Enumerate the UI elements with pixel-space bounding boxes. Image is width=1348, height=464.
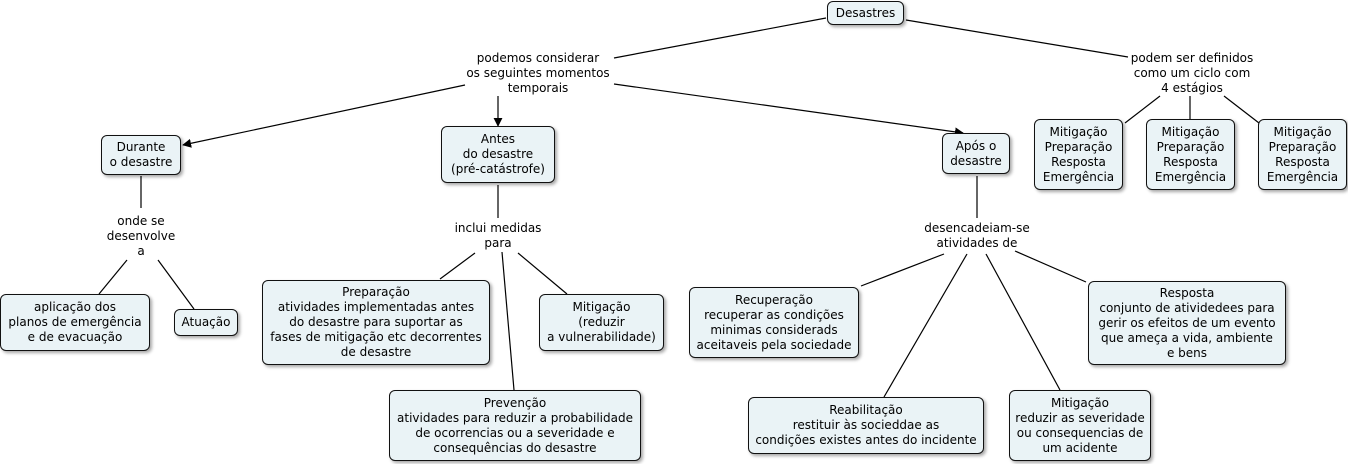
link-onde-aplicacao [98, 259, 128, 295]
concept-desastres[interactable]: Desastres [827, 1, 904, 25]
concept-ciclo-estagios-3[interactable]: Mitigação Preparação Resposta Emergência [1258, 119, 1347, 190]
linking-phrase-inclui-medidas: inclui medidas para [454, 220, 542, 250]
link-ciclo-mit-a [1124, 95, 1161, 124]
link-desenc-reabilitacao [883, 253, 968, 398]
concept-atuacao[interactable]: Atuação [174, 309, 238, 336]
linking-phrase-momentos: podemos considerar os seguintes momentos… [466, 50, 610, 95]
concept-ciclo-estagios-1[interactable]: Mitigação Preparação Resposta Emergência [1034, 119, 1123, 190]
concept-apos-o-desastre[interactable]: Após o desastre [942, 133, 1010, 174]
link-desenc-resposta [1014, 250, 1087, 283]
link-inclui-mitigacao [517, 252, 568, 295]
link-inclui-prevencao [501, 251, 515, 391]
link-root-ciclo [905, 19, 1129, 58]
concept-antes-do-desastre[interactable]: Antes do desastre (pré-catástrofe) [441, 126, 555, 183]
concept-ciclo-estagios-2[interactable]: Mitigação Preparação Resposta Emergência [1146, 119, 1235, 190]
link-momentos-durante [182, 84, 466, 148]
concept-mitigacao-apos[interactable]: Mitigação reduzir as severidade ou conse… [1009, 390, 1151, 461]
linking-phrase-desencadeiam: desencadeiam-se atividades de [924, 220, 1030, 250]
concept-reabilitacao[interactable]: Reabilitação restituir às socieddae as c… [748, 397, 984, 454]
concept-prevencao[interactable]: Prevenção atividades para reduzir a prob… [389, 390, 641, 461]
concept-resposta[interactable]: Resposta conjunto de atividedees para ge… [1088, 281, 1286, 365]
link-momentos-apos [613, 83, 964, 137]
link-root-momentos [613, 17, 827, 59]
concept-aplicacao-planos[interactable]: aplicação dos planos de emergência e de … [0, 294, 150, 351]
concept-mitigacao-antes[interactable]: Mitigação (reduzir a vulnerabilidade) [539, 294, 664, 351]
link-ciclo-mit-c [1223, 95, 1260, 124]
link-inclui-preparacao [439, 252, 476, 280]
link-desenc-recuperacao [860, 253, 945, 287]
concept-durante-o-desastre[interactable]: Durante o desastre [101, 135, 181, 175]
linking-phrase-ciclo: podem ser definidos como um ciclo com 4 … [1130, 50, 1254, 95]
concept-preparacao[interactable]: Preparação atividades implementadas ante… [262, 280, 490, 365]
concept-recuperacao[interactable]: Recuperação recuperar as condições minim… [689, 287, 859, 358]
link-onde-atuacao [157, 259, 195, 310]
link-desenc-mitigacao [985, 253, 1061, 391]
linking-phrase-onde-se-desenvolve: onde se desenvolve a [106, 213, 176, 258]
